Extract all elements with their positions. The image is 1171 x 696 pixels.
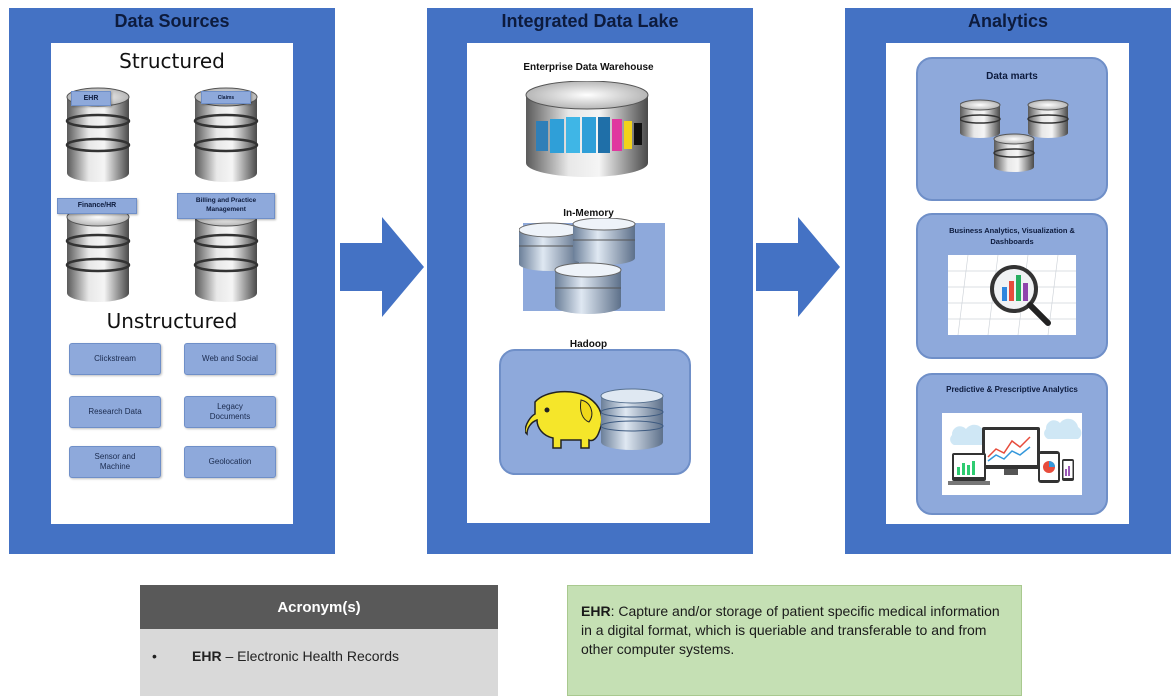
- analytics-content: Data marts: [886, 43, 1129, 524]
- predictive-analytics-card: Predictive & Prescriptive Analytics: [916, 373, 1108, 515]
- business-analytics-label: Business Analytics, Visualization & Dash…: [949, 226, 1075, 246]
- finance-hr-tag: Finance/HR: [57, 198, 137, 214]
- hadoop-elephant-icon: [525, 390, 603, 449]
- business-analytics-card: Business Analytics, Visualization & Dash…: [916, 213, 1108, 359]
- in-memory-databases-icon: [519, 218, 636, 314]
- structured-heading: Structured: [119, 49, 225, 73]
- data-marts-databases-icon: [960, 99, 1069, 172]
- panel-title: Integrated Data Lake: [501, 11, 679, 31]
- arrow-right-icon: [340, 217, 424, 317]
- edw-label: Enterprise Data Warehouse: [523, 62, 654, 73]
- predictive-analytics-label: Predictive & Prescriptive Analytics: [946, 385, 1078, 394]
- in-memory-label: In-Memory: [563, 208, 614, 219]
- acronyms-heading: Acronym(s): [140, 585, 498, 629]
- devices-analytics-icon: [942, 413, 1082, 495]
- definition-term: EHR: [581, 603, 611, 619]
- panel-title: Analytics: [967, 11, 1049, 31]
- finance-database-icon: [65, 207, 131, 302]
- bullet-icon: •: [152, 648, 157, 664]
- hadoop-label: Hadoop: [569, 339, 608, 350]
- chip-clickstream: Clickstream: [69, 343, 161, 375]
- acronym-expansion: – Electronic Health Records: [221, 648, 399, 664]
- big-data-database-icon: [600, 388, 664, 450]
- definition-box: EHR: Capture and/or storage of patient s…: [567, 585, 1022, 696]
- claims-tag: Claims: [201, 91, 251, 104]
- data-marts-card: Data marts: [916, 57, 1108, 201]
- data-lake-content: Enterprise Data Warehouse In-Memory: [467, 43, 710, 523]
- acronym-item: • EHR – Electronic Health Records: [152, 648, 399, 664]
- definition-body: : Capture and/or storage of patient spec…: [581, 603, 1000, 657]
- chip-legacy-documents: Legacy Documents: [184, 396, 276, 428]
- magnifier-chart-icon: [948, 255, 1076, 335]
- chip-web-social: Web and Social: [184, 343, 276, 375]
- data-sources-panel: Data Sources Structured EHR Claims: [9, 8, 335, 554]
- panel-title: Data Sources: [114, 11, 230, 31]
- chip-research-data: Research Data: [69, 396, 161, 428]
- unstructured-heading: Unstructured: [106, 309, 238, 333]
- acronyms-box: Acronym(s) • EHR – Electronic Health Reco…: [140, 585, 498, 696]
- analytics-panel: Analytics Data marts: [845, 8, 1171, 554]
- chip-sensor-machine: Sensor and Machine: [69, 446, 161, 478]
- ehr-tag: EHR: [71, 91, 111, 106]
- billing-tag: Billing and Practice Management: [177, 193, 275, 219]
- billing-database-icon: [193, 207, 259, 302]
- data-lake-panel: Integrated Data Lake Enterprise Data War…: [427, 8, 753, 554]
- warehouse-database-icon: [525, 81, 649, 177]
- acronym-term: EHR: [192, 648, 222, 664]
- data-sources-content: Structured EHR Claims Finance/HR: [51, 43, 293, 524]
- data-marts-label: Data marts: [986, 71, 1038, 82]
- definition-text: EHR: Capture and/or storage of patient s…: [581, 602, 1011, 659]
- arrow-right-icon: [756, 217, 840, 317]
- chip-geolocation: Geolocation: [184, 446, 276, 478]
